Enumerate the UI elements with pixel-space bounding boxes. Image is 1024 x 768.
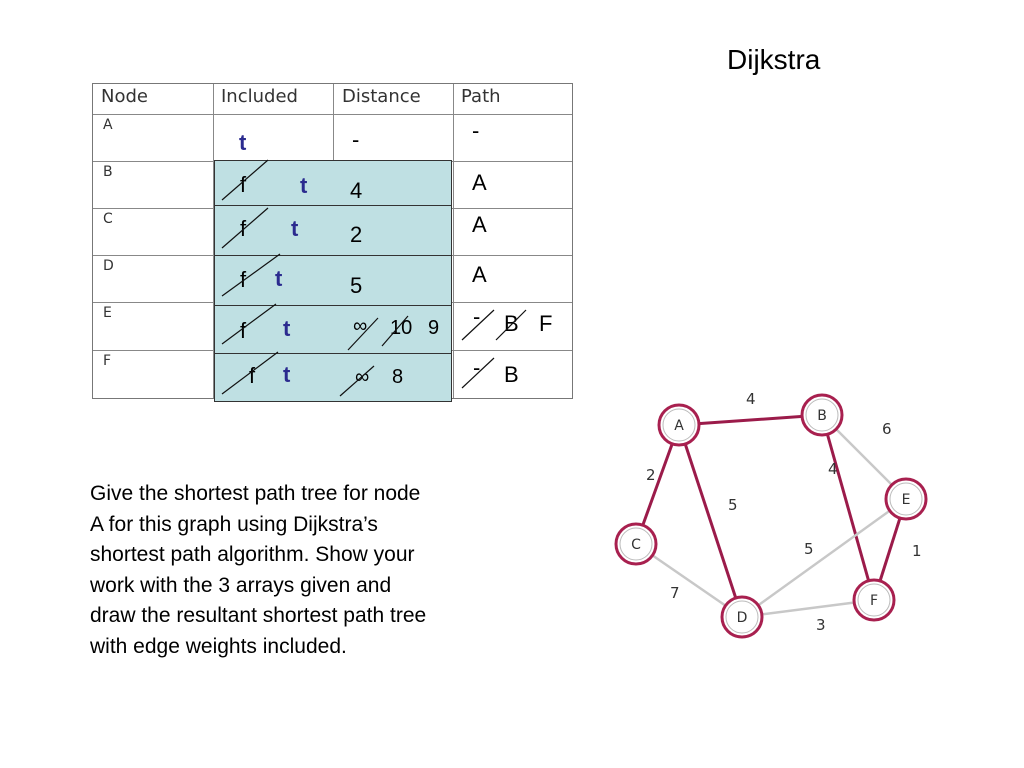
edge-d-e bbox=[741, 497, 907, 619]
row-d-path: A bbox=[472, 262, 487, 287]
row-e-path-struck: - bbox=[473, 304, 481, 329]
graph-node-c bbox=[614, 522, 658, 566]
row-e-path-struck2: B bbox=[504, 311, 519, 336]
graph-node-label: E bbox=[902, 492, 911, 508]
row-f-included-old: f bbox=[249, 363, 256, 388]
graph-node-label: B bbox=[817, 408, 827, 424]
row-f-path: B bbox=[504, 362, 519, 387]
question-text: Give the shortest path tree for node A f… bbox=[90, 479, 510, 662]
question-line: shortest path algorithm. Show your bbox=[90, 543, 415, 566]
row-a-included: t bbox=[239, 130, 247, 155]
edge-b-f bbox=[820, 414, 876, 601]
slide-title: Dijkstra bbox=[727, 44, 821, 75]
edge-weight-a-d: 5 bbox=[728, 496, 738, 514]
col-divider bbox=[213, 84, 214, 398]
row-d-included-old: f bbox=[240, 267, 247, 292]
row-d-distance: 5 bbox=[350, 273, 363, 298]
edge-weight-c-d: 7 bbox=[670, 584, 680, 602]
row-e-distance-struck: ∞ bbox=[353, 315, 368, 337]
edge-weight-a-b: 4 bbox=[746, 390, 756, 408]
graph-node-inner-ring bbox=[889, 482, 923, 516]
overlay-divider bbox=[215, 305, 451, 306]
row-c-distance: 2 bbox=[350, 222, 363, 247]
graph-node-label: A bbox=[674, 418, 684, 434]
edge-weight-d-e: 5 bbox=[804, 540, 814, 558]
question-line: A for this graph using Dijkstra’s bbox=[90, 512, 378, 536]
edge-weight-a-c: 2 bbox=[646, 466, 656, 484]
graph-node-label: D bbox=[737, 610, 748, 626]
header-distance: Distance bbox=[342, 86, 421, 107]
row-e-distance: 9 bbox=[428, 317, 440, 339]
row-e-path: F bbox=[539, 311, 553, 336]
node-label-c: C bbox=[103, 211, 113, 227]
row-f-path-struck: - bbox=[473, 355, 481, 380]
row-f-distance: 8 bbox=[392, 366, 404, 388]
edge-weight-b-f: 4 bbox=[828, 460, 838, 478]
graph-node-inner-ring bbox=[805, 398, 839, 432]
question-line: work with the 3 arrays given and bbox=[90, 573, 392, 597]
graph-node-d bbox=[720, 595, 764, 639]
graph-node-f bbox=[852, 578, 896, 622]
edge-a-b bbox=[678, 413, 823, 427]
edge-a-d bbox=[677, 424, 744, 618]
row-c-included-old: f bbox=[240, 216, 247, 241]
graph-node-inner-ring bbox=[619, 527, 653, 561]
graph-diagram: 4 2 5 6 4 7 5 3 1 A B C D E F bbox=[606, 380, 946, 650]
graph-node-inner-ring bbox=[662, 408, 696, 442]
row-e-distance-struck2: 10 bbox=[390, 317, 413, 339]
row-f-included-new: t bbox=[283, 362, 291, 387]
edge-weight-b-e: 6 bbox=[882, 420, 892, 438]
graph-node-b bbox=[800, 393, 844, 437]
question-line: with edge weights included. bbox=[90, 634, 347, 658]
row-b-distance: 4 bbox=[350, 178, 363, 203]
col-divider bbox=[453, 84, 454, 398]
header-path: Path bbox=[461, 86, 501, 107]
row-b-path: A bbox=[472, 170, 487, 195]
edge-weight-d-f: 3 bbox=[816, 616, 826, 634]
graph-node-inner-ring bbox=[857, 583, 891, 617]
row-a-distance: - bbox=[352, 127, 360, 152]
graph-node-inner-ring bbox=[725, 600, 759, 634]
row-b-included-new: t bbox=[300, 173, 308, 198]
row-e-included-new: t bbox=[283, 316, 291, 341]
overlay-divider bbox=[215, 255, 451, 256]
header-node: Node bbox=[101, 86, 148, 107]
node-label-b: B bbox=[103, 164, 113, 180]
edge-d-f bbox=[741, 598, 875, 619]
row-c-path: A bbox=[472, 212, 487, 237]
node-label-d: D bbox=[103, 258, 114, 274]
overlay-divider bbox=[215, 205, 451, 206]
graph-node-label: C bbox=[631, 537, 641, 553]
row-c-included-new: t bbox=[291, 216, 299, 241]
graph-node-a bbox=[657, 403, 701, 447]
question-line: draw the resultant shortest path tree bbox=[90, 604, 427, 627]
graph-weights: 4 2 5 6 4 7 5 3 1 bbox=[646, 390, 922, 634]
question-line: Give the shortest path tree for node bbox=[90, 482, 421, 505]
graph-node-label: F bbox=[870, 593, 878, 609]
header-included: Included bbox=[221, 86, 298, 107]
row-divider bbox=[93, 114, 572, 115]
row-e-included-old: f bbox=[240, 318, 247, 343]
node-label-e: E bbox=[103, 305, 112, 321]
row-a-path: - bbox=[472, 118, 480, 143]
node-label-a: A bbox=[103, 117, 113, 133]
node-label-f: F bbox=[103, 353, 112, 369]
edge-weight-e-f: 1 bbox=[912, 542, 922, 560]
graph-nodes: A B C D E F bbox=[614, 393, 928, 639]
graph-node-e bbox=[884, 477, 928, 521]
row-d-included-new: t bbox=[275, 266, 283, 291]
overlay-divider bbox=[215, 353, 451, 354]
row-f-distance-struck: ∞ bbox=[355, 366, 370, 388]
row-b-included-old: f bbox=[240, 172, 247, 197]
